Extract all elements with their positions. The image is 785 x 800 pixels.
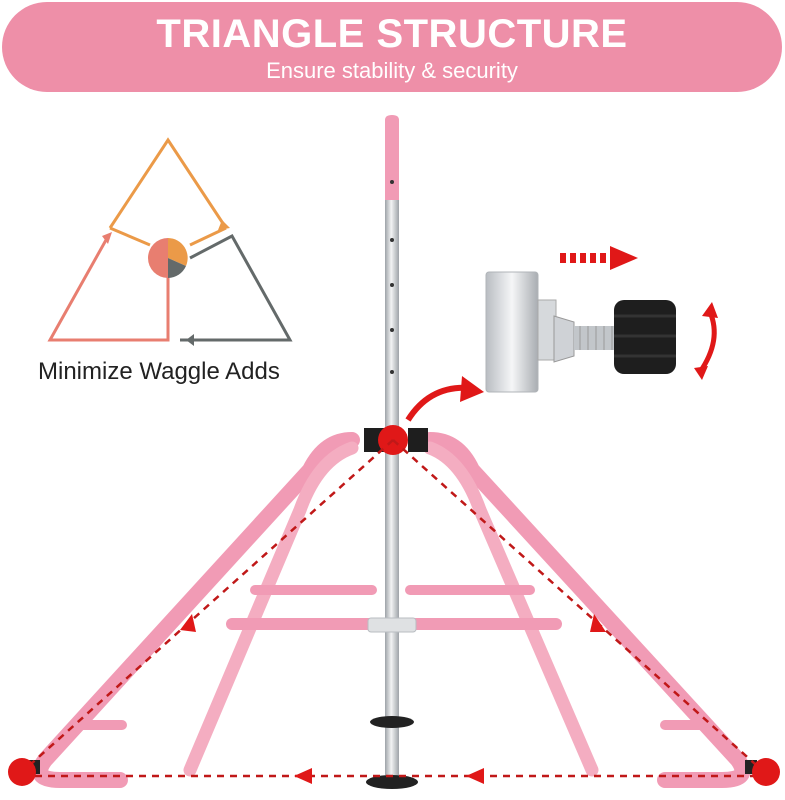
direction-arrow-icon xyxy=(560,246,638,270)
direction-arrow-icon xyxy=(466,768,484,784)
header-banner: TRIANGLE STRUCTURE Ensure stability & se… xyxy=(2,2,782,92)
center-pole xyxy=(364,115,428,789)
triangle-structure-icon xyxy=(47,137,293,346)
banner-title: TRIANGLE STRUCTURE xyxy=(156,12,628,56)
banner-subtitle: Ensure stability & security xyxy=(266,58,518,83)
clamp-knob-icon xyxy=(485,271,676,393)
pointer-arrow xyxy=(405,384,471,422)
stability-triangle xyxy=(8,439,780,786)
direction-arrow-icon xyxy=(294,768,312,784)
rotate-arrow-icon xyxy=(694,302,718,380)
pink-frame xyxy=(28,432,757,788)
diagram-caption: Minimize Waggle Adds xyxy=(38,358,280,385)
direction-arrow-icon xyxy=(590,614,606,632)
direction-arrow-icon xyxy=(180,614,196,632)
